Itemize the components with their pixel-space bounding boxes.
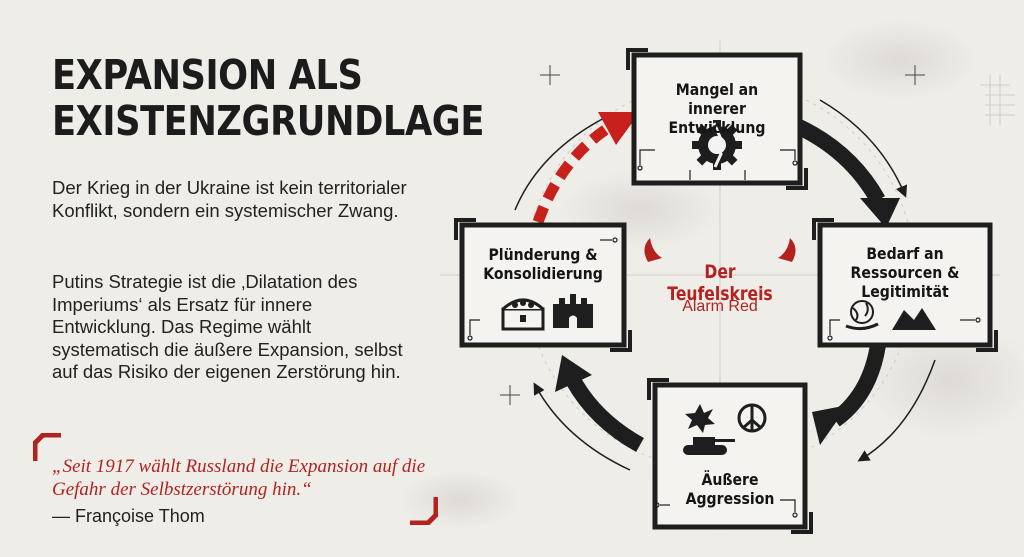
thin-arc-bottom-left (533, 382, 631, 471)
arrow-bottom-to-left (565, 376, 644, 452)
quote-text: „Seit 1917 wählt Russland die Expansion … (52, 456, 426, 500)
node-top-line-2: Entwicklung (668, 118, 766, 137)
globe-hand-icon (845, 300, 879, 331)
arrow-right-to-bottom (830, 343, 886, 427)
node-bottom-box (647, 378, 813, 534)
node-right-label: Bedarf an Ressourcen & Legitimität (835, 244, 974, 301)
quote-corner-top-left (33, 433, 61, 461)
center-subtitle: Alarm Red (682, 298, 758, 315)
node-right-line-3: Legitimität (861, 282, 949, 301)
quote-corner-bottom-right (410, 497, 438, 525)
node-bottom-label: Äußere Aggression (668, 470, 791, 508)
node-top-line-1: Mangel an innerer (675, 80, 759, 118)
node-bottom-line-2: Aggression (685, 489, 775, 508)
thin-arc-right-bottom (857, 359, 936, 462)
resource-pile-icon (892, 308, 936, 330)
node-right-line-2: Ressourcen & (850, 263, 960, 282)
thin-arc-top-right (819, 99, 908, 198)
node-left-label: Plünderung & Konsolidierung (477, 245, 609, 283)
strategy-paragraph: Putins Strategie ist die ‚Dilatation des… (52, 271, 403, 382)
arrow-top-to-right (791, 117, 885, 205)
arrow-head-bottom-left (555, 355, 592, 392)
page-title: EXPANSION ALS EXISTENZGRUNDLAGE (52, 51, 484, 145)
explosion-icon (685, 404, 715, 433)
arrow-head-left-top-red (598, 112, 640, 145)
devil-horns-icon (644, 238, 796, 262)
fortress-icon (553, 294, 593, 328)
peace-sign-icon (737, 403, 767, 433)
center-title: Der Teufelskreis (667, 261, 773, 305)
treasure-chest-icon (501, 298, 545, 331)
quote-author: — Françoise Thom (52, 506, 205, 526)
broken-gear-icon (692, 120, 742, 170)
arrow-left-to-top-red (532, 123, 612, 224)
node-right-line-1: Bedarf an (866, 244, 944, 263)
tank-icon (683, 437, 735, 455)
node-top-label: Mangel an innerer Entwicklung (649, 80, 785, 137)
arrow-head-top-right (860, 198, 900, 228)
title-line-2: EXISTENZGRUNDLAGE (52, 97, 484, 145)
intro-paragraph: Der Krieg in der Ukraine ist kein territ… (52, 177, 407, 221)
title-line-1: EXPANSION ALS (52, 51, 363, 99)
node-left-line-2: Konsolidierung (483, 264, 603, 283)
arrow-head-right-bottom (812, 405, 848, 445)
node-bottom-line-1: Äußere (701, 470, 759, 489)
thin-arc-left-top (514, 113, 613, 211)
node-left-line-1: Plünderung & (488, 245, 598, 264)
